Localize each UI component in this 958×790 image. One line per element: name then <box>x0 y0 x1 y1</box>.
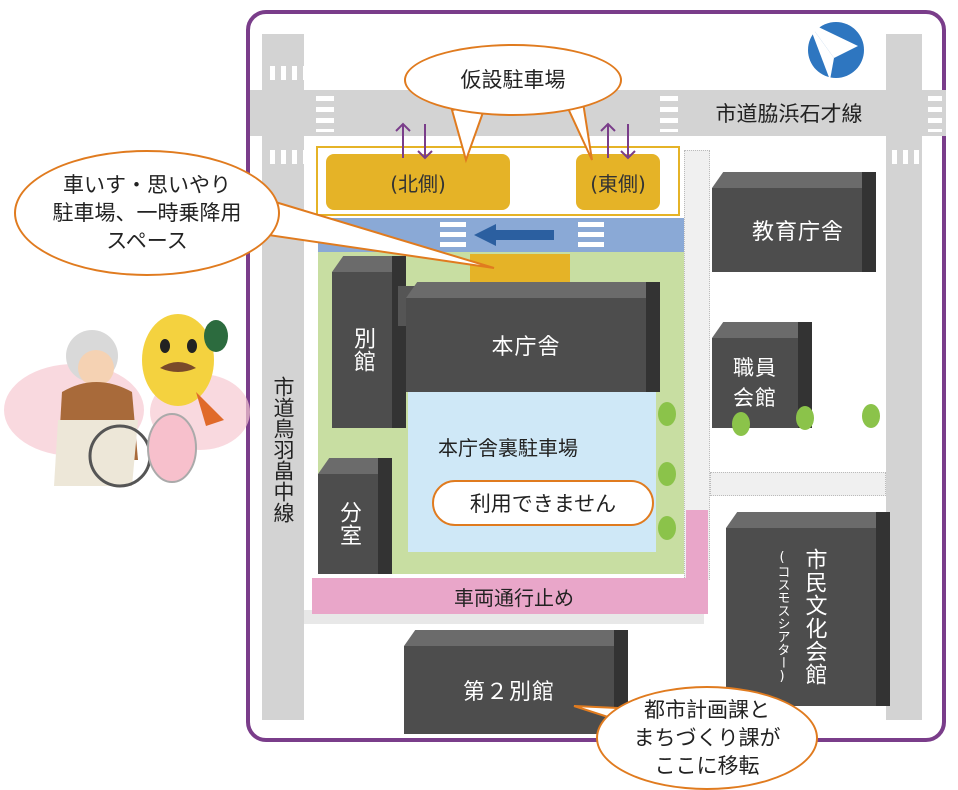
tree <box>732 412 750 436</box>
callout-line: スペース <box>106 229 188 253</box>
tree <box>658 516 676 540</box>
callout-line: 車いす・思いやり <box>63 173 231 197</box>
parking-lot-east: (東側) <box>576 154 660 210</box>
callout-line: まちづくり課が <box>633 726 781 750</box>
no-vehicles-path <box>312 578 708 614</box>
culture-hall-label: 市民文化会館 <box>801 548 827 686</box>
sidewalk-east-link <box>710 472 886 496</box>
crosswalk <box>440 222 466 248</box>
tree <box>862 404 880 428</box>
callout-temporary-parking: 仮設駐車場 <box>404 44 622 116</box>
culture-hall-nickname: (コスモスシアター) <box>774 550 790 684</box>
tree <box>796 406 814 430</box>
in-out-arrows-icon <box>600 122 636 160</box>
compass-north-icon <box>808 22 864 80</box>
building-main: 本庁舎 <box>406 282 660 392</box>
crosswalk <box>660 96 678 132</box>
callout-temporary-parking-text: 仮設駐車場 <box>460 68 566 92</box>
road-label-west: 市道鳥羽畠中線 <box>271 376 295 523</box>
building-branch: 分室 <box>318 458 392 574</box>
crosswalk <box>578 222 604 248</box>
crosswalk <box>270 150 308 164</box>
road-east <box>886 34 922 720</box>
mascot-wheelchair-illustration <box>4 314 250 488</box>
parking-lot-north: (北側) <box>326 154 510 210</box>
tree <box>658 402 676 426</box>
one-way-arrow-icon <box>474 224 554 246</box>
sidewalk-east <box>684 150 710 580</box>
rear-parking-label: 本庁舎裏駐車場 <box>438 436 578 460</box>
callout-line: 都市計画課と <box>644 698 770 722</box>
no-vehicles-path-vertical <box>686 510 708 614</box>
in-out-arrows-icon <box>395 122 433 160</box>
building-culture-hall: (コスモスシアター) 市民文化会館 <box>726 512 890 706</box>
callout-relocation: 都市計画課と まちづくり課が ここに移転 <box>596 686 818 790</box>
callout-line: 駐車場、一時乗降用 <box>52 201 242 225</box>
staff-hall-label: 職員会館 <box>733 356 777 410</box>
tree <box>658 462 676 486</box>
building-annex: 別館 <box>332 256 406 428</box>
building-education: 教育庁舎 <box>712 172 876 272</box>
building-staff-hall: 職員会館 <box>712 322 812 428</box>
no-vehicles-label: 車両通行止め <box>454 585 574 610</box>
accessible-parking-spot <box>470 254 570 284</box>
callout-line: ここに移転 <box>654 754 760 778</box>
road-west <box>262 34 304 720</box>
crosswalk <box>928 96 942 132</box>
road-label-north: 市道脇浜石才線 <box>715 102 863 126</box>
rear-parking-closed-badge: 利用できません <box>432 480 654 526</box>
callout-wheelchair-parking: 車いす・思いやり 駐車場、一時乗降用 スペース <box>14 150 280 276</box>
bubble-tail-wheelchair <box>246 196 495 269</box>
crosswalk <box>316 96 334 132</box>
crosswalk <box>892 150 919 164</box>
crosswalk <box>270 66 308 80</box>
